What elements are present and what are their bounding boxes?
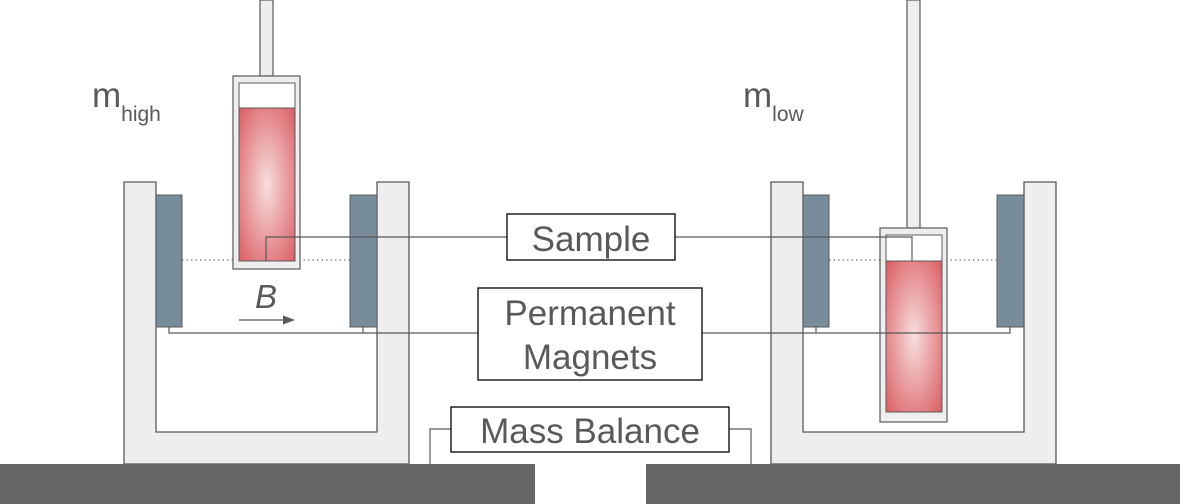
right-sample [885,260,943,413]
magnets-connector-right [702,327,1011,334]
mass-balance-label-box [450,406,730,453]
sample-connector-left [265,236,507,261]
right-setup [770,0,1057,465]
balance-connector-left [429,428,451,464]
right-balance-base [646,464,1180,504]
magnets-connector-left [168,327,478,334]
right-magnet-2 [996,194,1025,328]
m-low-subscript: low [772,103,804,126]
left-magnet-2 [349,194,378,328]
right-sample-rod [906,0,921,229]
permanent-magnets-label-box [477,287,703,381]
left-magnet-1 [155,194,183,328]
left-setup [123,0,410,465]
arrow-right-icon [239,315,295,325]
balance-connector-right [729,428,752,464]
permanent-magnets-label-line2: Magnets [523,338,657,377]
m-high-base: m [92,76,121,115]
left-sample [238,107,296,262]
m-low-label: mlow [743,76,805,126]
mass-balance-label: Mass Balance [480,412,700,451]
sample-label: Sample [532,220,651,259]
permanent-magnets-label-line1: Permanent [504,294,675,333]
m-high-label: mhigh [92,76,161,126]
left-sample-rod [259,0,274,77]
field-symbol-B: B [255,278,277,315]
right-magnet-1 [802,194,830,328]
label-connectors [168,236,1011,464]
sample-label-box [506,213,676,261]
sample-connector-right [675,236,913,261]
m-low-base: m [743,76,772,115]
left-balance-base [0,464,535,504]
m-high-subscript: high [121,103,161,126]
